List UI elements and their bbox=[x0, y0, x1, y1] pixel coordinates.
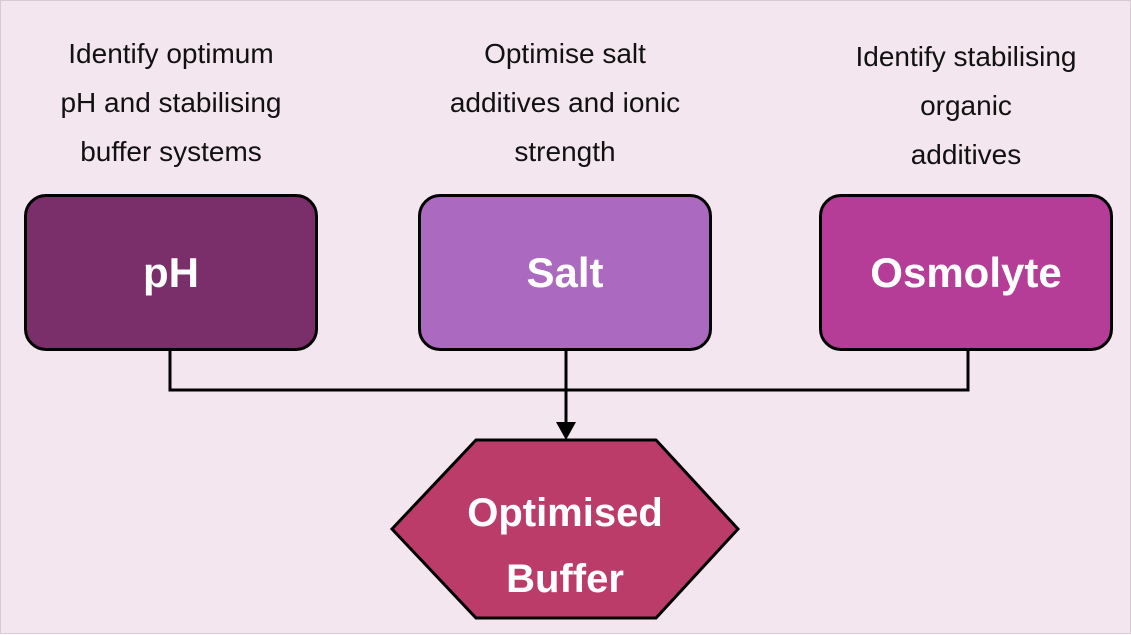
ph-box-label: pH bbox=[143, 248, 199, 296]
connector-ph-to-junction bbox=[168, 350, 566, 392]
ph-box: pH bbox=[24, 194, 318, 351]
osmolyte-box-label: Osmolyte bbox=[870, 248, 1062, 296]
osmolyte-caption: Identify stabilising organic additives bbox=[855, 41, 1077, 170]
connector-osmolyte-to-junction bbox=[566, 350, 970, 392]
salt-caption: Optimise salt additives and ionic streng… bbox=[449, 38, 681, 167]
optimised-buffer-hexagon bbox=[389, 438, 741, 620]
arrowhead-to-buffer bbox=[556, 422, 576, 440]
optimised-buffer-label: Optimised Buffer bbox=[467, 491, 663, 601]
salt-box: Salt bbox=[418, 194, 712, 351]
salt-box-label: Salt bbox=[526, 248, 604, 296]
ph-caption: Identify optimum pH and stabilising buff… bbox=[60, 38, 282, 167]
osmolyte-box: Osmolyte bbox=[819, 194, 1113, 351]
